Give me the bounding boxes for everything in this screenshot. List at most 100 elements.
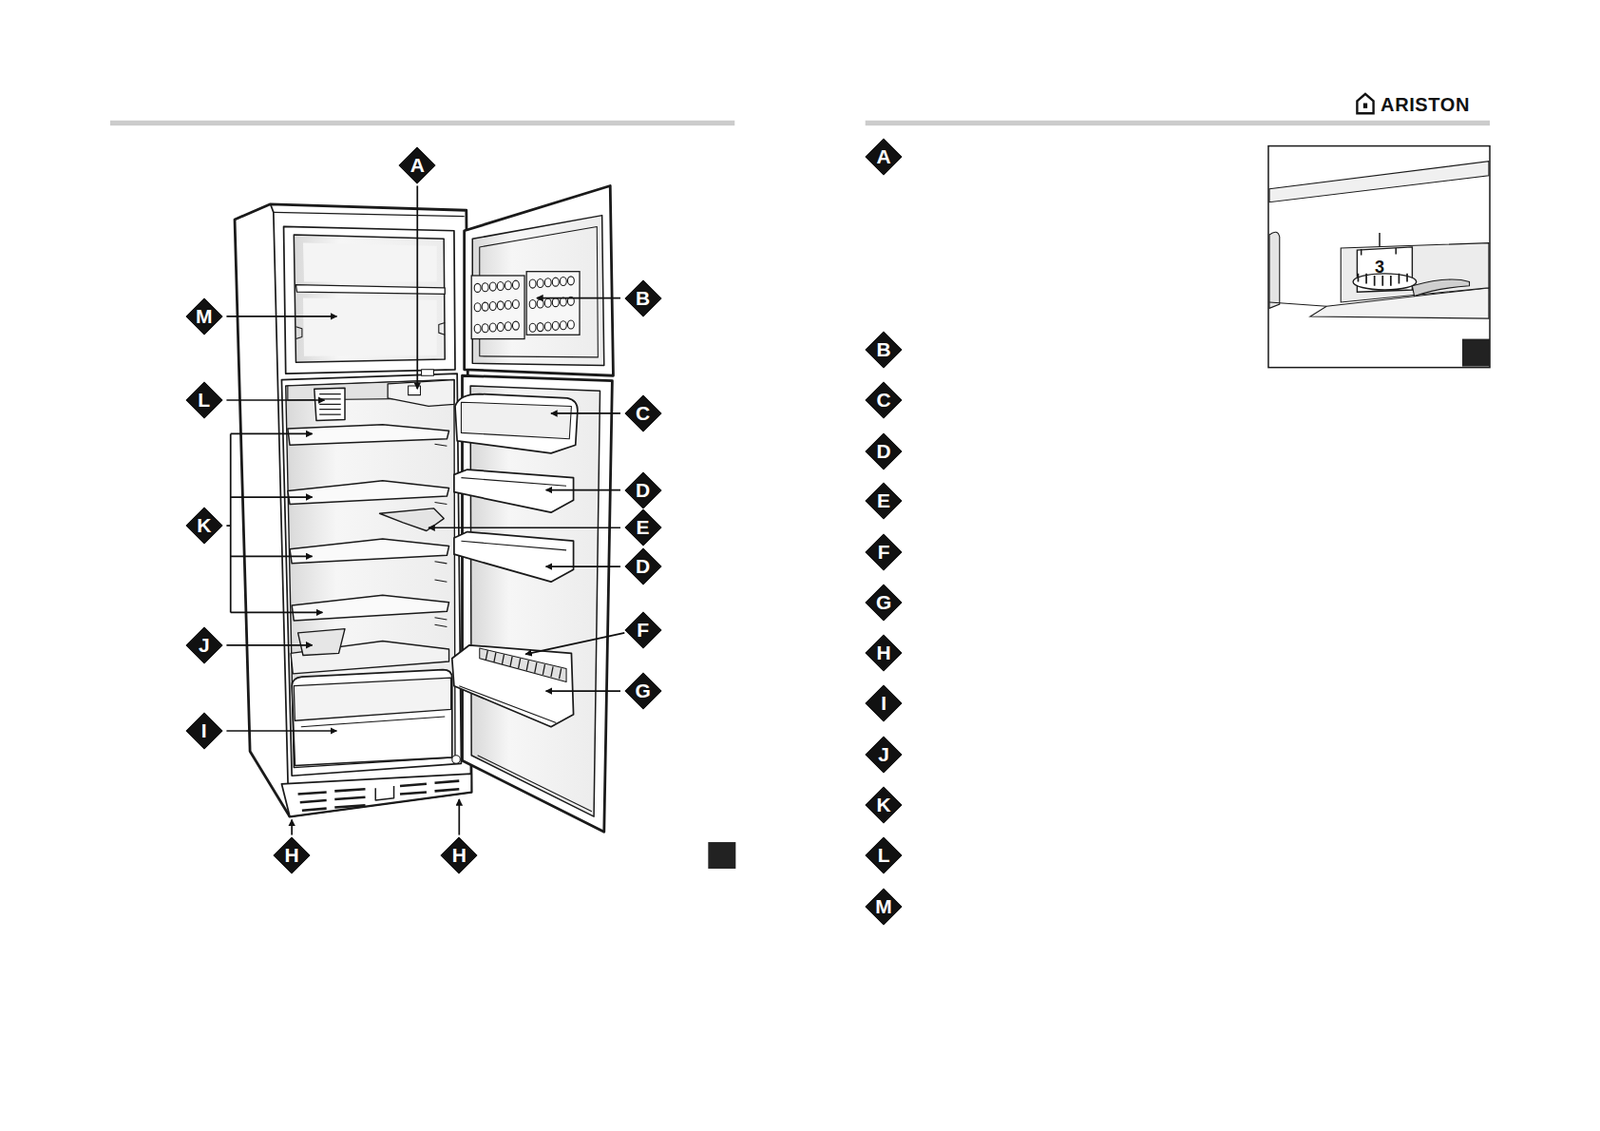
egg-cup <box>512 280 519 289</box>
egg-cup <box>496 281 504 290</box>
callout-marker: D <box>863 431 904 472</box>
egg-cup <box>474 323 481 333</box>
egg-cup <box>552 277 559 286</box>
callout-marker: L <box>184 380 225 420</box>
callout-marker: H <box>863 632 904 673</box>
fridge-cabinet <box>234 204 472 817</box>
callout-marker: I <box>863 683 904 724</box>
callout-letter: C <box>863 380 904 420</box>
fridge-door <box>452 375 613 832</box>
egg-cup <box>474 303 481 312</box>
callout-letter: H <box>438 835 479 876</box>
callout-letter: I <box>184 710 225 751</box>
callout-marker: F <box>623 609 664 650</box>
callout-letter: H <box>863 632 904 673</box>
egg-cup <box>496 322 504 331</box>
callout-marker: J <box>184 625 225 666</box>
callout-marker: C <box>623 393 664 434</box>
egg-cup <box>567 276 574 286</box>
callout-marker: B <box>863 329 904 370</box>
callout-marker: G <box>863 582 904 623</box>
callout-marker: J <box>863 734 904 775</box>
callout-letter: F <box>863 532 904 572</box>
callout-letter: J <box>863 734 904 775</box>
egg-cup <box>567 320 574 329</box>
egg-cup <box>544 298 552 307</box>
callout-marker: K <box>184 505 225 546</box>
callout-marker: M <box>863 886 904 927</box>
callout-letter: E <box>623 507 664 548</box>
egg-cup <box>536 299 544 308</box>
egg-cup <box>496 301 504 310</box>
egg-cup <box>544 278 552 287</box>
egg-cup <box>559 321 567 330</box>
callout-marker: K <box>863 784 904 825</box>
callout-letter: F <box>623 609 664 650</box>
callout-marker: G <box>623 670 664 711</box>
egg-cup <box>504 322 512 331</box>
callout-marker: E <box>623 507 664 548</box>
egg-cup <box>552 298 559 307</box>
logo-icon <box>1356 94 1373 114</box>
callout-letter: G <box>863 582 904 623</box>
callout-letter: D <box>863 431 904 472</box>
callout-marker: I <box>184 710 225 751</box>
egg-cup <box>481 283 489 292</box>
page-marker <box>707 841 736 869</box>
callout-letter: J <box>184 625 225 666</box>
callout-marker: H <box>438 835 479 876</box>
callout-marker: C <box>863 380 904 420</box>
freezer-door <box>421 185 614 376</box>
dial-number: 3 <box>1374 257 1385 278</box>
callout-letter: A <box>397 145 438 186</box>
egg-cup <box>489 323 496 332</box>
callout-marker: M <box>184 296 225 337</box>
callout-letter: D <box>623 546 664 587</box>
callout-marker: F <box>863 532 904 572</box>
leader-line <box>226 185 625 835</box>
egg-cup <box>474 283 481 292</box>
callout-letter: M <box>863 886 904 927</box>
callout-letter: I <box>863 683 904 724</box>
thermostat-inset <box>1268 146 1490 368</box>
callout-marker: D <box>623 546 664 587</box>
callout-letter: L <box>863 835 904 876</box>
egg-cup <box>536 323 544 332</box>
egg-cup <box>489 282 496 291</box>
egg-cup <box>529 323 536 332</box>
callout-marker: H <box>271 835 312 876</box>
egg-cup <box>481 323 489 333</box>
egg-cup <box>529 279 536 288</box>
header-rule <box>110 120 1490 126</box>
callout-letter: K <box>184 505 225 546</box>
egg-cup <box>529 300 536 309</box>
callout-marker: E <box>863 480 904 521</box>
callout-letter: M <box>184 296 225 337</box>
callout-letter: G <box>623 670 664 711</box>
callout-marker: A <box>863 136 904 177</box>
egg-cup <box>552 321 559 330</box>
egg-tray <box>526 271 580 336</box>
callout-letter: E <box>863 480 904 521</box>
callout-letter: K <box>863 784 904 825</box>
callout-marker: D <box>623 470 664 511</box>
callout-letter: L <box>184 380 225 420</box>
egg-tray <box>471 275 525 340</box>
callout-letter: B <box>863 329 904 370</box>
brand-logo: ARISTON <box>1380 94 1470 116</box>
callout-marker: B <box>623 278 664 319</box>
callout-letter: C <box>623 393 664 434</box>
egg-cup <box>559 276 567 286</box>
egg-cup <box>489 301 496 310</box>
callout-marker: L <box>863 835 904 876</box>
egg-cup <box>481 302 489 311</box>
egg-cup <box>536 278 544 287</box>
egg-cup <box>504 281 512 290</box>
callout-letter: H <box>271 835 312 876</box>
egg-cup <box>504 300 512 309</box>
callout-letter: A <box>863 136 904 177</box>
callout-letter: D <box>623 470 664 511</box>
egg-cup <box>512 300 519 309</box>
